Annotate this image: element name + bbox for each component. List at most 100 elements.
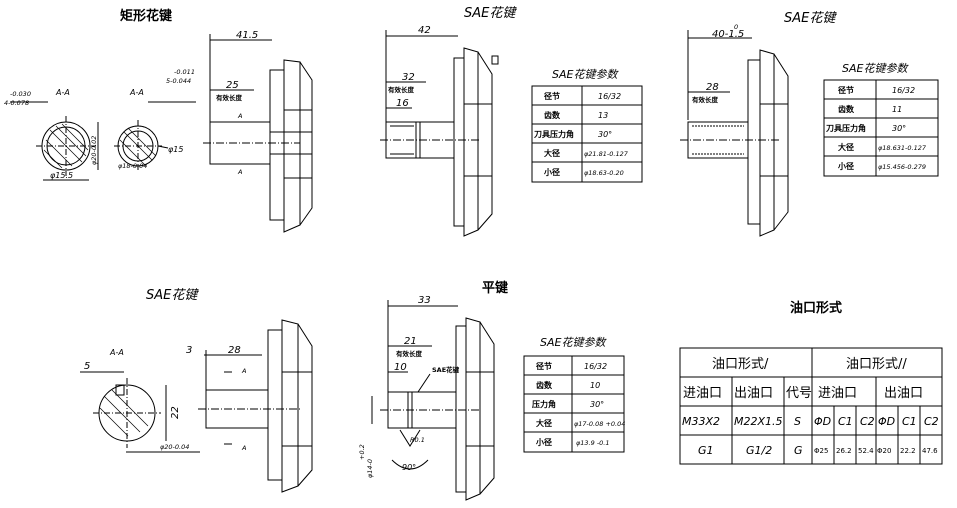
dim-25: 25 bbox=[226, 80, 239, 91]
dim-20: φ20-0.02 bbox=[90, 136, 98, 165]
svg-text:φ21.81-0.127: φ21.81-0.127 bbox=[584, 150, 629, 158]
svg-text:47.6: 47.6 bbox=[922, 447, 938, 455]
dim-10: 10 bbox=[394, 362, 407, 373]
svg-text:刀具压力角: 刀具压力角 bbox=[826, 123, 866, 133]
svg-text:C2: C2 bbox=[860, 415, 875, 428]
dim-32: 32 bbox=[402, 72, 415, 83]
svg-text:径节: 径节 bbox=[838, 85, 854, 95]
aa-label-right: A-A bbox=[129, 88, 144, 97]
svg-text:16/32: 16/32 bbox=[892, 86, 915, 95]
title-flat-key: 平键 bbox=[482, 280, 508, 296]
dim-40-tol: 0 bbox=[734, 23, 738, 31]
dim-3: 3 bbox=[186, 345, 192, 356]
dim-16: 16 bbox=[396, 98, 409, 109]
sae13-row-0: 径节 16/32 bbox=[544, 91, 621, 101]
svg-text:齿数: 齿数 bbox=[536, 380, 553, 390]
svg-text:小径: 小径 bbox=[543, 167, 560, 177]
sae13-row-4: 小径 φ18.63-0.20 bbox=[543, 167, 624, 177]
tol-right-top: -0.011 bbox=[174, 68, 195, 76]
svg-text:16/32: 16/32 bbox=[598, 92, 621, 101]
port-group2-header: 油口形式// bbox=[846, 357, 907, 372]
svg-text:齿数: 齿数 bbox=[838, 104, 855, 114]
aa-label-key: A-A bbox=[109, 348, 124, 357]
sae-key-side-view: 3 28 A A bbox=[186, 319, 313, 493]
svg-text:C2: C2 bbox=[924, 415, 939, 428]
svg-text:S: S bbox=[794, 415, 801, 428]
svg-text:52.4: 52.4 bbox=[858, 447, 874, 455]
svg-text:11: 11 bbox=[892, 105, 902, 114]
title-sae-top-right: SAE花键 bbox=[784, 11, 837, 26]
tol-left-top: -0.030 bbox=[10, 90, 31, 98]
svg-text:C1: C1 bbox=[838, 415, 853, 428]
svg-text:刀具压力角: 刀具压力角 bbox=[534, 129, 574, 139]
svg-text:φ13.9 -0.1: φ13.9 -0.1 bbox=[576, 439, 610, 447]
sae13-row-2: 刀具压力角 30° bbox=[534, 129, 612, 139]
title-rect-spline: 矩形花键 bbox=[119, 8, 172, 24]
port-row-0: M33X2 M22X1.5 S bbox=[682, 415, 801, 428]
port-h-code: 代号 bbox=[786, 386, 812, 401]
sae11-row-4: 小径 φ15.456-0.279 bbox=[837, 161, 926, 171]
dim-41-5: 41.5 bbox=[236, 30, 258, 41]
port-group1-header: 油口形式/ bbox=[712, 357, 769, 372]
svg-text:C1: C1 bbox=[902, 415, 917, 428]
sae-key-section: A-A 5 22 φ20-0.04 bbox=[80, 348, 200, 453]
svg-text:M33X2: M33X2 bbox=[682, 415, 720, 428]
svg-text:齿数: 齿数 bbox=[544, 110, 561, 120]
sae11-row-2: 刀具压力角 30° bbox=[826, 123, 906, 133]
port-sub-headers: ΦD C1 C2 ΦD C1 C2 bbox=[814, 415, 939, 428]
dim-33: 33 bbox=[418, 295, 431, 306]
sae13-row-3: 大径 φ21.81-0.127 bbox=[544, 148, 629, 158]
sae11-row-0: 径节 16/32 bbox=[838, 85, 915, 95]
a-mark-top-2: A bbox=[241, 367, 246, 375]
tol-right-bot: 5-0.044 bbox=[166, 77, 191, 85]
svg-text:径节: 径节 bbox=[536, 361, 552, 371]
svg-text:22.2: 22.2 bbox=[900, 447, 916, 455]
sae10-side-view: 33 21 有效长度 10 SAE花键 φ14-0 +0.2 R0.1 90° bbox=[358, 295, 495, 501]
svg-text:G1: G1 bbox=[698, 444, 714, 457]
port-form-table: 油口形式/ 油口形式// 进油口 出油口 代号 进油口 出油口 ΦD C1 C2… bbox=[679, 347, 943, 465]
title-sae-top-middle: SAE花键 bbox=[464, 6, 517, 21]
port-h-out: 出油口 bbox=[734, 386, 773, 401]
param-table-title-sae10: SAE花键参数 bbox=[540, 336, 607, 349]
svg-text:13: 13 bbox=[598, 111, 608, 120]
sae10-row-2: 压力角 30° bbox=[532, 399, 604, 409]
svg-text:ΦD: ΦD bbox=[814, 415, 831, 428]
svg-text:φ18.631-0.127: φ18.631-0.127 bbox=[878, 144, 927, 152]
sae13-side-view: 42 32 有效长度 16 bbox=[380, 25, 499, 237]
svg-text:30°: 30° bbox=[598, 130, 612, 139]
sae10-row-1: 齿数 10 bbox=[536, 380, 600, 390]
tol-left-bot: 4-0.078 bbox=[4, 99, 29, 107]
dim-28-top: 28 bbox=[706, 82, 719, 93]
dim-90deg: 90° bbox=[402, 463, 416, 472]
a-mark-bot-1: A bbox=[237, 168, 242, 176]
dim-14: φ14-0 bbox=[366, 459, 374, 478]
sae10-row-3: 大径 φ17-0.08 +0.04 bbox=[536, 418, 625, 428]
param-table-sae13: SAE花键参数 径节 16/32 齿数 13 刀具压力角 30° 大径 φ21.… bbox=[531, 68, 643, 183]
param-table-sae11: SAE花键参数 径节 16/32 齿数 11 刀具压力角 30° 大径 φ18.… bbox=[823, 62, 939, 177]
port-row-1: G1 G1/2 G Φ25 26.2 52.4 Φ20 22.2 47.6 bbox=[698, 444, 938, 457]
dim-18: φ18-0.04 bbox=[118, 162, 147, 170]
svg-text:压力角: 压力角 bbox=[532, 399, 556, 409]
svg-text:G1/2: G1/2 bbox=[746, 444, 772, 457]
svg-text:Φ25: Φ25 bbox=[814, 447, 828, 455]
svg-text:大径: 大径 bbox=[544, 148, 560, 158]
title-sae-bottom-left: SAE花键 bbox=[146, 288, 199, 303]
dim-40: 40-1.5 bbox=[712, 29, 744, 40]
port-h-in: 进油口 bbox=[683, 386, 722, 401]
a-mark-bot-2: A bbox=[241, 444, 246, 452]
svg-text:小径: 小径 bbox=[535, 437, 552, 447]
dim-21: 21 bbox=[404, 336, 417, 347]
svg-text:φ18.63-0.20: φ18.63-0.20 bbox=[584, 169, 624, 177]
param-table-title-sae13: SAE花键参数 bbox=[552, 68, 619, 81]
svg-text:φ17-0.08 +0.04: φ17-0.08 +0.04 bbox=[574, 420, 625, 428]
param-table-title-sae11: SAE花键参数 bbox=[842, 62, 909, 75]
svg-text:26.2: 26.2 bbox=[836, 447, 852, 455]
a-mark-top-1: A bbox=[237, 112, 242, 120]
svg-text:M22X1.5: M22X1.5 bbox=[734, 415, 783, 428]
svg-text:G: G bbox=[794, 444, 803, 457]
effective-length-1: 有效长度 bbox=[216, 93, 243, 102]
rect-spline-section-right: A-A -0.011 5-0.044 φ18-0.04 φ15 bbox=[114, 68, 196, 172]
svg-text:30°: 30° bbox=[590, 400, 604, 409]
svg-text:径节: 径节 bbox=[544, 91, 560, 101]
